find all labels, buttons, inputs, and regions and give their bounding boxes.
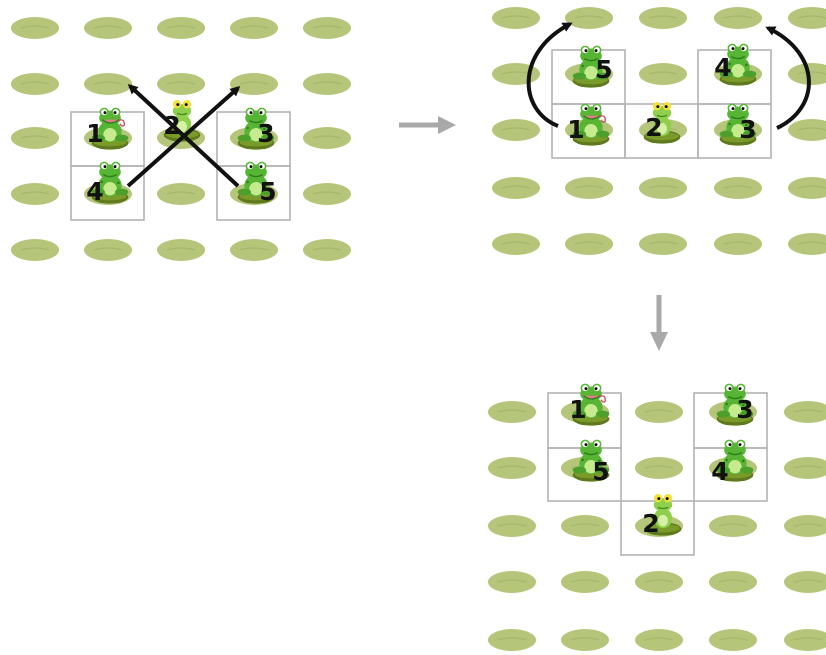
lily-pad bbox=[565, 177, 613, 199]
lily-pad bbox=[788, 233, 826, 255]
frog-number: 4 bbox=[714, 53, 731, 82]
frog-number: 5 bbox=[595, 55, 612, 84]
lily-pad bbox=[714, 177, 762, 199]
frog-number: 5 bbox=[592, 457, 609, 486]
lily-pad bbox=[303, 127, 351, 149]
lily-pad bbox=[784, 515, 826, 537]
lily-pad bbox=[84, 17, 132, 39]
lily-pad bbox=[11, 17, 59, 39]
lily-pad bbox=[303, 239, 351, 261]
lily-pad bbox=[157, 183, 205, 205]
lily-pad bbox=[635, 571, 683, 593]
frog-number: 4 bbox=[711, 457, 728, 486]
jump-arrow-frog-5 bbox=[127, 83, 240, 188]
lily-pad bbox=[639, 7, 687, 29]
lily-pad bbox=[639, 63, 687, 85]
lily-pad bbox=[488, 629, 536, 651]
lily-pad bbox=[561, 571, 609, 593]
lily-pad bbox=[488, 401, 536, 423]
frog-number: 5 bbox=[259, 177, 276, 206]
lily-pad bbox=[492, 7, 540, 29]
lily-pad bbox=[635, 629, 683, 651]
lily-pad bbox=[230, 73, 278, 95]
lily-pad bbox=[784, 571, 826, 593]
frog-number: 1 bbox=[567, 115, 584, 144]
lily-pad bbox=[639, 177, 687, 199]
flow-arrow-down-head bbox=[650, 332, 668, 351]
lily-pad bbox=[788, 177, 826, 199]
frog-number: 1 bbox=[86, 119, 103, 148]
lily-pad bbox=[492, 233, 540, 255]
lily-pad bbox=[303, 183, 351, 205]
lily-pad bbox=[11, 183, 59, 205]
lily-pad bbox=[709, 515, 757, 537]
lily-pad bbox=[784, 457, 826, 479]
lily-pad bbox=[230, 17, 278, 39]
jump-arrows-layer bbox=[126, 22, 811, 188]
lily-pad bbox=[84, 73, 132, 95]
lily-pad bbox=[561, 629, 609, 651]
lily-pad bbox=[303, 17, 351, 39]
frog-number-layer: 1 2 3 4 5 5 4 1 2 3 1 3 5 4 2 bbox=[86, 53, 756, 538]
lily-pad bbox=[492, 177, 540, 199]
frog-number: 3 bbox=[257, 119, 274, 148]
flow-arrows-layer bbox=[399, 116, 668, 351]
lily-pad bbox=[230, 239, 278, 261]
lily-pad bbox=[84, 239, 132, 261]
lily-pad bbox=[639, 233, 687, 255]
lily-pad bbox=[11, 127, 59, 149]
frog-number: 2 bbox=[163, 111, 180, 140]
lily-pad bbox=[561, 515, 609, 537]
frog-number: 3 bbox=[739, 115, 756, 144]
lily-pad bbox=[157, 73, 205, 95]
position-box bbox=[697, 103, 772, 159]
lily-pad bbox=[714, 7, 762, 29]
lily-pad bbox=[635, 457, 683, 479]
frog-number: 2 bbox=[642, 509, 659, 538]
frog-number: 4 bbox=[86, 177, 103, 206]
lily-pad bbox=[488, 571, 536, 593]
lily-pad bbox=[635, 401, 683, 423]
lily-pad bbox=[709, 629, 757, 651]
lily-pad bbox=[565, 233, 613, 255]
jump-arrow-frog-1 bbox=[526, 22, 573, 128]
frog-number: 1 bbox=[569, 395, 586, 424]
lily-pad bbox=[488, 515, 536, 537]
lily-pad bbox=[488, 457, 536, 479]
frog-number: 3 bbox=[736, 395, 753, 424]
lily-pad bbox=[709, 571, 757, 593]
lily-pad bbox=[784, 629, 826, 651]
frog-number: 2 bbox=[645, 113, 662, 142]
lily-pad bbox=[157, 239, 205, 261]
lily-pad bbox=[714, 233, 762, 255]
lily-pad bbox=[788, 7, 826, 29]
lily-pad bbox=[11, 73, 59, 95]
lily-pad bbox=[565, 7, 613, 29]
lily-pad bbox=[788, 119, 826, 141]
lily-pad bbox=[11, 239, 59, 261]
lily-pad bbox=[784, 401, 826, 423]
lily-pad bbox=[492, 119, 540, 141]
flow-arrow-right-head bbox=[438, 116, 456, 134]
lily-pad bbox=[157, 17, 205, 39]
jump-arrow-frog-3 bbox=[765, 26, 811, 130]
lily-pad bbox=[303, 73, 351, 95]
